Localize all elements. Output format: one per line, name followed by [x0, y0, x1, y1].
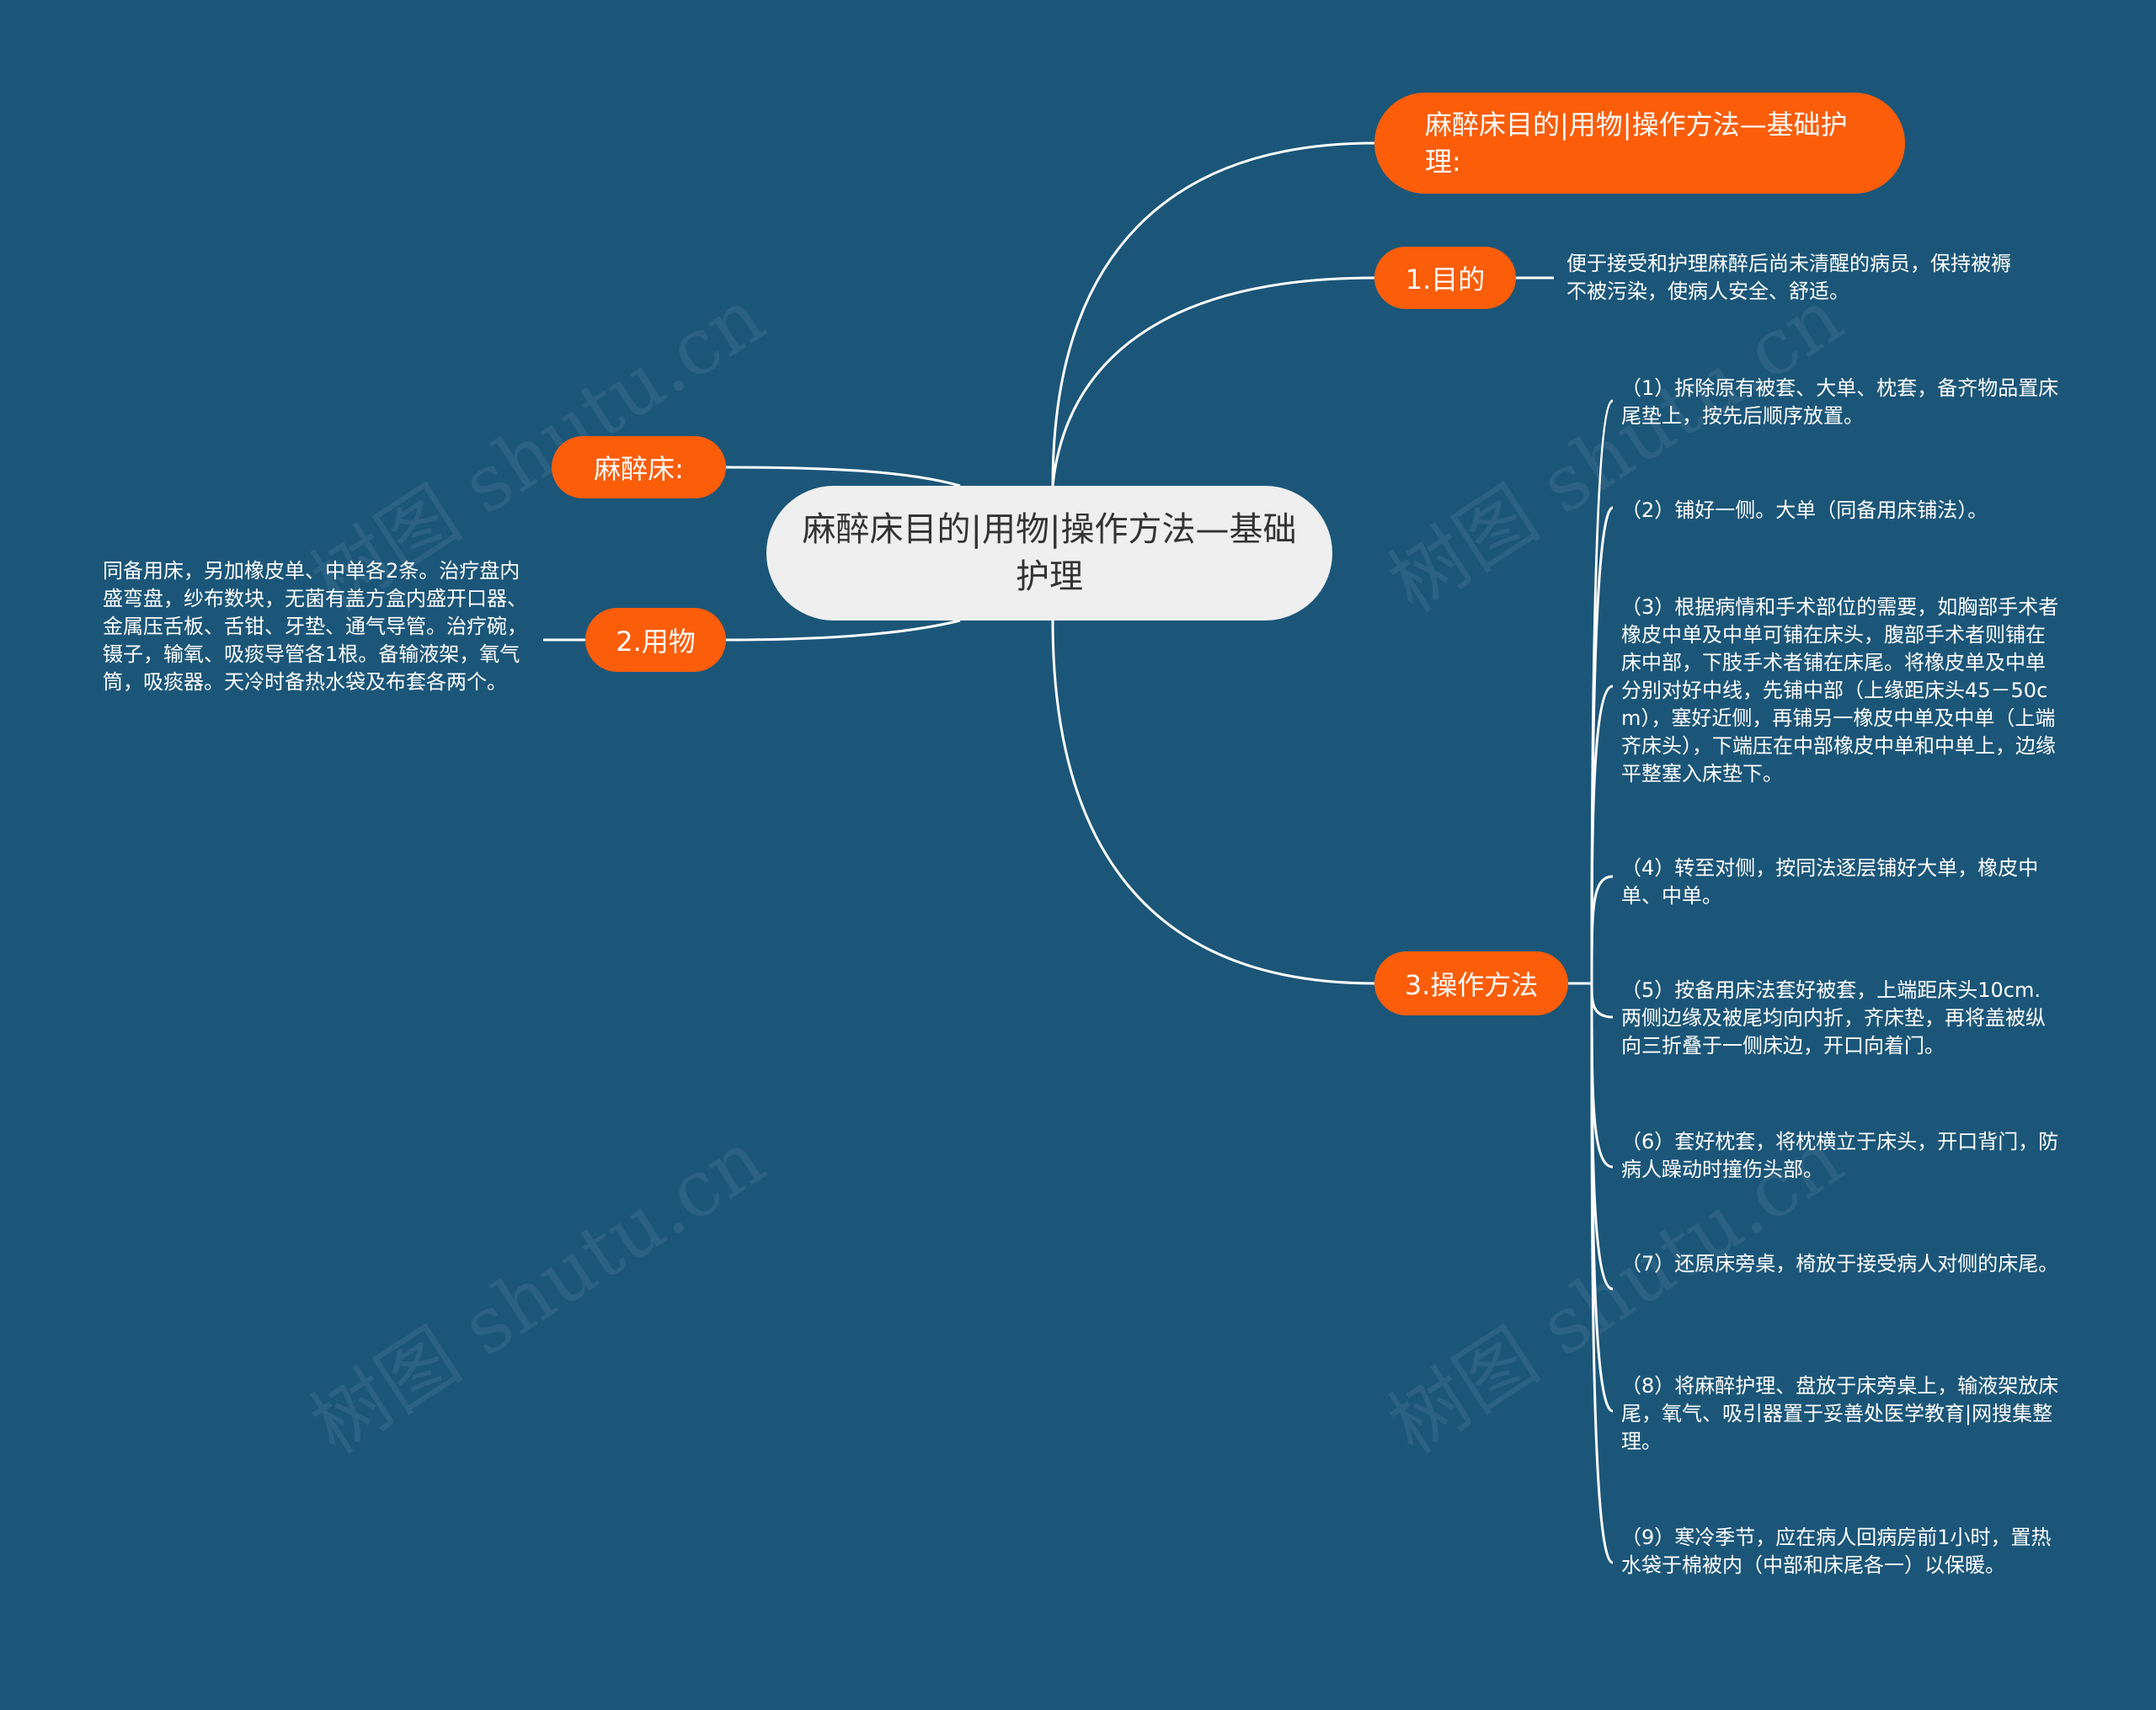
bracket-step-6	[1590, 983, 1614, 1169]
method-step-7: （7）还原床旁桌，椅放于接受病人对侧的床尾。	[1621, 1252, 2059, 1276]
branch-purpose-label: 1.目的	[1405, 264, 1486, 296]
branch-bed[interactable]: 麻醉床:	[552, 436, 726, 498]
method-step-8: （8）将麻醉护理、盘放于床旁桌上，输液架放床尾，氧气、吸引器置于妥善处医学教育|…	[1621, 1374, 2059, 1453]
connector-method	[1051, 620, 1375, 985]
method-step-9: （9）寒冷季节，应在病人回病房前1小时，置热水袋于棉被内（中部和床尾各一）以保暖…	[1621, 1526, 2052, 1577]
connector-bed	[725, 466, 961, 487]
branch-purpose[interactable]: 1.目的	[1374, 247, 1516, 309]
method-step-3: （3）根据病情和手术部位的需要，如胸部手术者橡皮中单及中单可铺在床头，腹部手术者…	[1621, 595, 2059, 786]
purpose-detail: 便于接受和护理麻醉后尚未清醒的病员，保持被褥不被污染，使病人安全、舒适。	[1566, 252, 2011, 303]
branch-title-node[interactable]: 麻醉床目的|用物|操作方法—基础护理:	[1374, 93, 1905, 194]
branch-supplies-label: 2.用物	[616, 626, 696, 658]
method-step-6: （6）套好枕套，将枕横立于床头，开口背门，防病人躁动时撞伤头部。	[1621, 1130, 2059, 1181]
connector-purpose	[1051, 276, 1375, 487]
branch-method-label: 3.操作方法	[1404, 969, 1539, 1001]
bracket-step-9	[1590, 983, 1614, 1564]
branch-supplies[interactable]: 2.用物	[585, 608, 726, 672]
connector-title	[1051, 141, 1375, 487]
method-step-1: （1）拆除原有被套、大单、枕套，备齐物品置床尾垫上，按先后顺序放置。	[1621, 376, 2059, 428]
bracket-step-4	[1590, 875, 1614, 984]
bracket-step-3	[1590, 685, 1614, 984]
method-step-5: （5）按备用床法套好被套，上端距床头10cm.两侧边缘及被尾均向内折，齐床垫，再…	[1621, 978, 2046, 1057]
branch-title-label: 麻醉床目的|用物|操作方法—基础护理:	[1425, 109, 1848, 178]
branch-bed-label: 麻醉床:	[594, 453, 684, 485]
method-step-2: （2）铺好一侧。大单（同备用床铺法）。	[1621, 498, 1988, 522]
bracket-step-5	[1590, 983, 1614, 1019]
method-step-4: （4）转至对侧，按同法逐层铺好大单，橡皮中单、中单。	[1621, 856, 2039, 908]
supplies-detail: 同备用床，另加橡皮单、中单各2条。治疗盘内盛弯盘，纱布数块，无菌有盖方盒内盛开口…	[103, 559, 527, 694]
central-topic[interactable]: 麻醉床目的|用物|操作方法—基础护理	[766, 486, 1332, 621]
branch-method[interactable]: 3.操作方法	[1374, 951, 1568, 1015]
connector-supplies	[725, 619, 961, 642]
central-topic-label: 麻醉床目的|用物|操作方法—基础护理	[802, 510, 1297, 596]
